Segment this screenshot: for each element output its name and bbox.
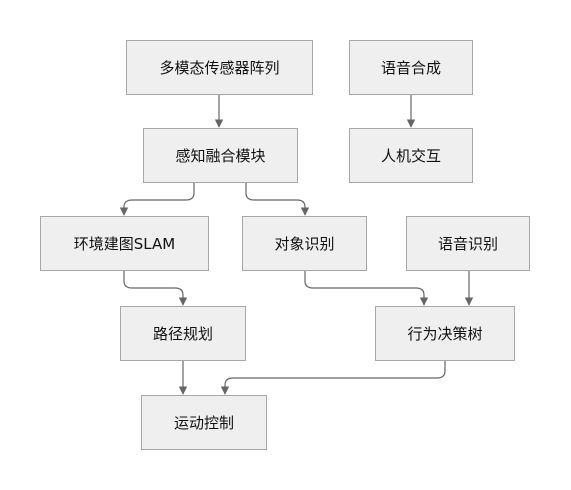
- edge-object-recognition-to-behavior-tree: [304, 271, 429, 306]
- node-env-slam: 环境建图SLAM: [40, 216, 209, 271]
- edge-perception-fusion-to-object-recognition: [245, 183, 310, 216]
- node-motion-control-label: 运动控制: [173, 414, 234, 432]
- node-speech-recognition: 语音识别: [406, 216, 530, 271]
- node-sensor-array-label: 多模态传感器阵列: [159, 59, 280, 77]
- node-human-interaction: 人机交互: [349, 128, 473, 183]
- edge-behavior-tree-to-motion-control: [220, 361, 446, 395]
- node-object-recognition-label: 对象识别: [274, 235, 335, 253]
- node-object-recognition: 对象识别: [242, 216, 367, 271]
- node-motion-control: 运动控制: [141, 395, 267, 450]
- edge-perception-fusion-to-env-slam: [119, 183, 195, 216]
- node-behavior-tree: 行为决策树: [375, 306, 515, 361]
- node-behavior-tree-label: 行为决策树: [407, 325, 483, 343]
- node-speech-recognition-label: 语音识别: [437, 235, 498, 253]
- node-path-planning-label: 路径规划: [152, 325, 213, 343]
- node-env-slam-label: 环境建图SLAM: [73, 235, 176, 253]
- node-perception-fusion-label: 感知融合模块: [175, 147, 266, 165]
- node-human-interaction-label: 人机交互: [380, 147, 441, 165]
- node-speech-synthesis: 语音合成: [349, 40, 473, 95]
- node-speech-synthesis-label: 语音合成: [380, 59, 441, 77]
- node-path-planning: 路径规划: [120, 306, 246, 361]
- node-perception-fusion: 感知融合模块: [143, 128, 298, 183]
- node-sensor-array: 多模态传感器阵列: [126, 40, 313, 95]
- edge-env-slam-to-path-planning: [123, 271, 188, 306]
